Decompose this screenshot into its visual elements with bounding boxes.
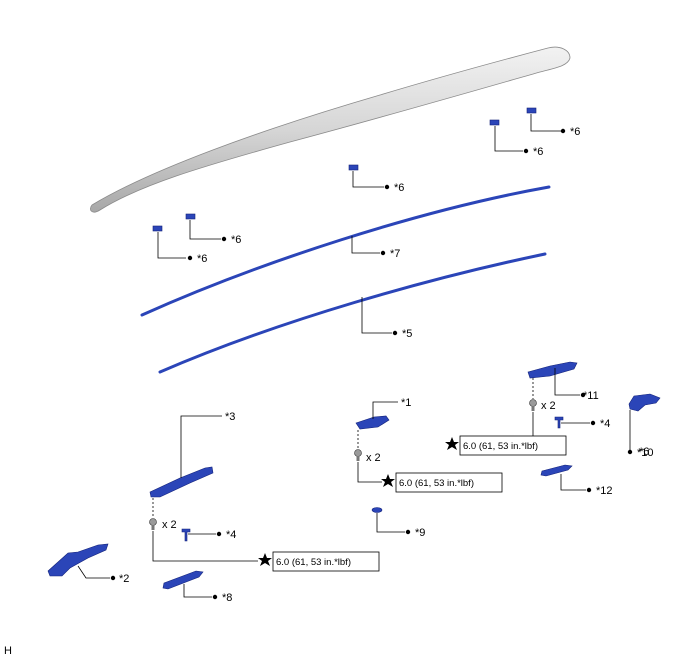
grommet-part-9 xyxy=(371,507,383,513)
quantity-label: x 2 xyxy=(366,452,381,464)
callout-label: *12 xyxy=(596,485,613,497)
callout-label: *6 xyxy=(570,126,580,138)
leader-dots xyxy=(110,128,633,600)
callout-label: *6 xyxy=(533,146,543,158)
torque-spec-box: 6.0 (61, 53 in.*lbf) xyxy=(381,472,503,493)
quantity-label: x 2 xyxy=(541,400,556,412)
callout-label: *7 xyxy=(390,248,400,260)
callout-label: *3 xyxy=(225,411,235,423)
torque-star-icon xyxy=(445,437,459,450)
callout-label: *5 xyxy=(402,328,412,340)
end-piece-part-10 xyxy=(628,393,661,412)
callout-label: *6 xyxy=(394,182,404,194)
callout-label: *9 xyxy=(415,527,425,539)
guide-dashes xyxy=(152,378,534,518)
svg-text:6.0 (61, 53 in.*lbf): 6.0 (61, 53 in.*lbf) xyxy=(276,557,351,568)
callout-label: *11 xyxy=(583,390,599,402)
moulding-strip-upper xyxy=(140,185,551,317)
callout-label: *2 xyxy=(119,573,129,585)
svg-text:6.0 (61, 53 in.*lbf): 6.0 (61, 53 in.*lbf) xyxy=(463,441,538,452)
callout-label: *6 xyxy=(197,253,207,265)
callout-label: *8 xyxy=(222,592,232,604)
svg-text:6.0 (61, 53 in.*lbf): 6.0 (61, 53 in.*lbf) xyxy=(399,478,474,489)
plate-part-12 xyxy=(540,464,573,477)
end-cover-part-1 xyxy=(355,415,390,430)
callout-label: *6 xyxy=(231,234,241,246)
torque-star-icon xyxy=(381,474,395,487)
callout-label: *10 xyxy=(637,447,654,459)
quantity-label: x 2 xyxy=(162,519,177,531)
bolt-part xyxy=(149,399,537,530)
callout-label: *4 xyxy=(600,418,610,430)
torque-star-icon xyxy=(258,553,272,566)
plate-part-8 xyxy=(162,570,204,590)
callout-label: *4 xyxy=(226,529,236,541)
footer-code: H xyxy=(4,645,12,657)
callout-label: *6 xyxy=(639,446,649,458)
clip-part xyxy=(152,107,537,232)
torque-spec-box: 6.0 (61, 53 in.*lbf) xyxy=(258,551,380,572)
roof-rail-part xyxy=(90,46,571,213)
callout-label: *1 xyxy=(401,397,411,409)
end-piece-part-2 xyxy=(47,543,109,577)
leader-lines xyxy=(77,114,631,598)
moulding-strip-lower xyxy=(158,252,547,374)
pin-clip-part xyxy=(181,416,564,542)
torque-spec-box: 6.0 (61, 53 in.*lbf) xyxy=(445,435,567,456)
end-cover-part-11 xyxy=(527,361,578,379)
end-cover-part-3 xyxy=(149,466,214,498)
